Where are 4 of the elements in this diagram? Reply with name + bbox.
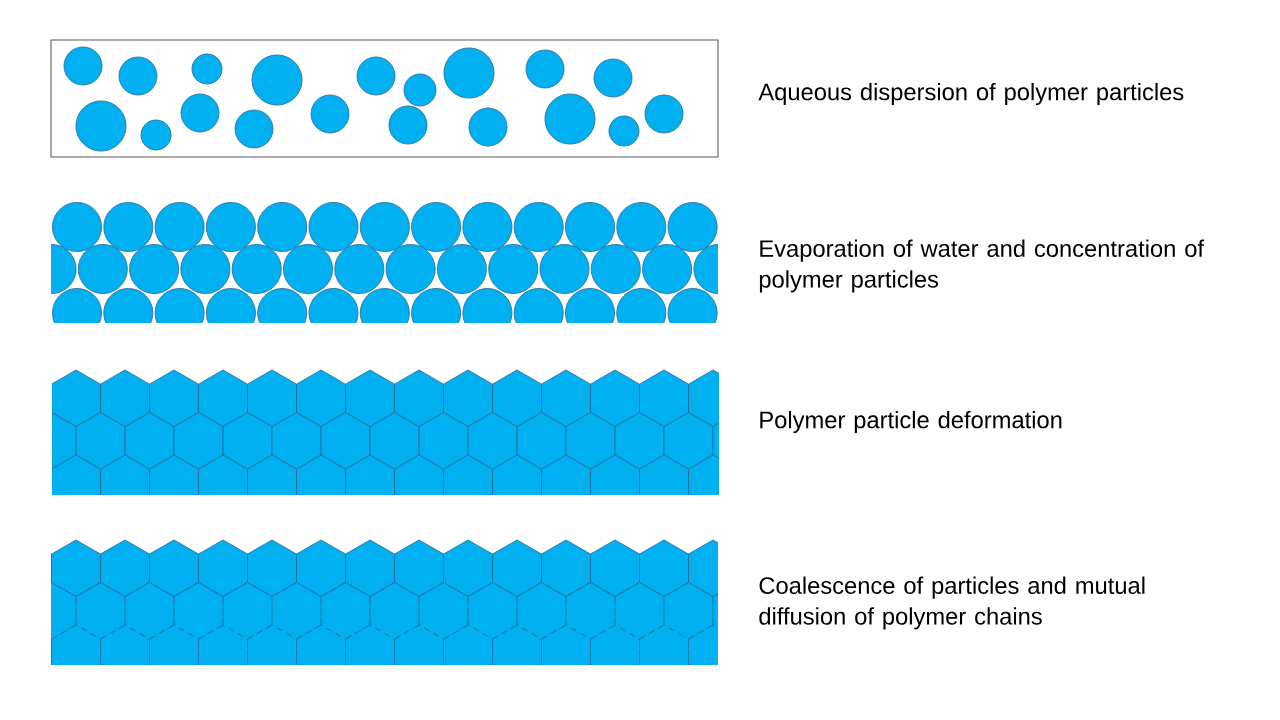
stage-description: Coalescence of particles and mutual diffusion of polymer chains: [759, 576, 1145, 630]
stage-description: Evaporation of water and concentration of polymer particles: [759, 239, 1205, 293]
stage-description: Polymer particle deformation: [760, 410, 1062, 434]
stage-description: Aqueous dispersion of polymer particles: [758, 82, 1184, 106]
